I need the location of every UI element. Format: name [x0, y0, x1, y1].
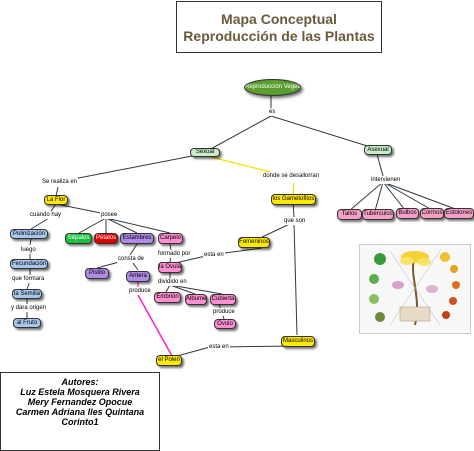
node-la-semilla[interactable]: la Semilla: [12, 289, 42, 299]
label-dividido-en: dividido en: [157, 278, 188, 286]
label-produce-2: produce: [212, 308, 236, 316]
node-sexual[interactable]: Sexual: [190, 148, 220, 157]
label-produce-1: produce: [128, 287, 152, 295]
label-se-realiza-en: Se realiza en: [41, 178, 79, 186]
label-cuando-hay: cuando hay: [29, 211, 63, 219]
node-polinizacion[interactable]: Polinización: [10, 229, 48, 239]
author-name: Mery Fernandez Opocue: [27, 397, 133, 407]
node-la-flor[interactable]: La Flor: [44, 195, 68, 205]
title-line-2: Reproducción de las Plantas: [183, 28, 375, 44]
node-al-fruto[interactable]: al Fruto: [13, 318, 41, 328]
node-tuberculos[interactable]: Tubérculos: [362, 209, 394, 220]
node-reproduccion-vegetal[interactable]: Reproducción Vegetal: [244, 79, 301, 96]
node-fecundacion[interactable]: Fecundación: [10, 259, 48, 269]
label-que-formara: que formara: [11, 275, 46, 283]
label-posee: posee: [100, 211, 119, 219]
node-estolones[interactable]: Estolones: [444, 208, 474, 219]
node-ovulo[interactable]: Óvulo: [214, 319, 236, 329]
label-luego: luego: [20, 246, 37, 254]
node-tallos[interactable]: Tallos: [337, 209, 362, 220]
node-cubierta[interactable]: Cubierta: [210, 294, 236, 305]
label-esta-en-1: esta en: [203, 251, 225, 259]
label-que-son: que son: [283, 217, 307, 225]
author-name: Corinto1: [61, 417, 99, 427]
node-los-gametofitos[interactable]: los Gametofitos: [271, 194, 316, 205]
node-cormos[interactable]: Cormos: [420, 208, 444, 219]
node-asexual[interactable]: Asexual: [364, 145, 392, 155]
node-la-ovula[interactable]: la Óvula: [158, 262, 182, 273]
author-name: Luz Estela Mosquera Rivera: [20, 387, 140, 397]
label-y-dara-origen: y dara origen: [10, 304, 48, 312]
authors-heading: Autores:: [61, 377, 99, 387]
label-donde-se-desallorran: donde se desallorran: [262, 172, 321, 180]
node-estambres[interactable]: Estambres: [120, 233, 154, 244]
plant-life-cycle-illustration: [359, 244, 471, 334]
node-femeninos[interactable]: Femeninos: [238, 237, 270, 248]
node-bulbos[interactable]: Bulbos: [396, 208, 419, 219]
map-title: Mapa Conceptual Reproducción de las Plan…: [176, 1, 382, 53]
label-consta-de: consta de: [117, 255, 146, 263]
title-line-1: Mapa Conceptual: [221, 11, 337, 27]
authors-box: Autores: Luz Estela Mosquera Rivera Mery…: [0, 372, 160, 451]
node-el-polen[interactable]: el Polen: [156, 355, 182, 366]
node-albumen[interactable]: Albumen: [185, 294, 207, 305]
node-petalos[interactable]: Pétalos: [94, 233, 118, 244]
node-pistilo[interactable]: Pistilo: [85, 268, 109, 279]
label-formado-por: formado por: [157, 250, 192, 258]
label-esta-en-2: esta en: [208, 343, 230, 351]
node-sepalos[interactable]: Sépalos: [65, 233, 92, 244]
node-antera[interactable]: Antera: [126, 271, 150, 282]
label-intervienen: intervienen: [370, 176, 402, 184]
label-es: es: [268, 108, 277, 116]
node-carpelo[interactable]: Carpelo: [158, 233, 183, 244]
node-embrion[interactable]: Embrión: [154, 292, 181, 303]
node-masculinos[interactable]: Masculinos: [281, 336, 315, 347]
plant-life-cycle-icon: [360, 245, 470, 333]
author-name: Carmen Adriana Iles Quintana: [15, 407, 145, 417]
